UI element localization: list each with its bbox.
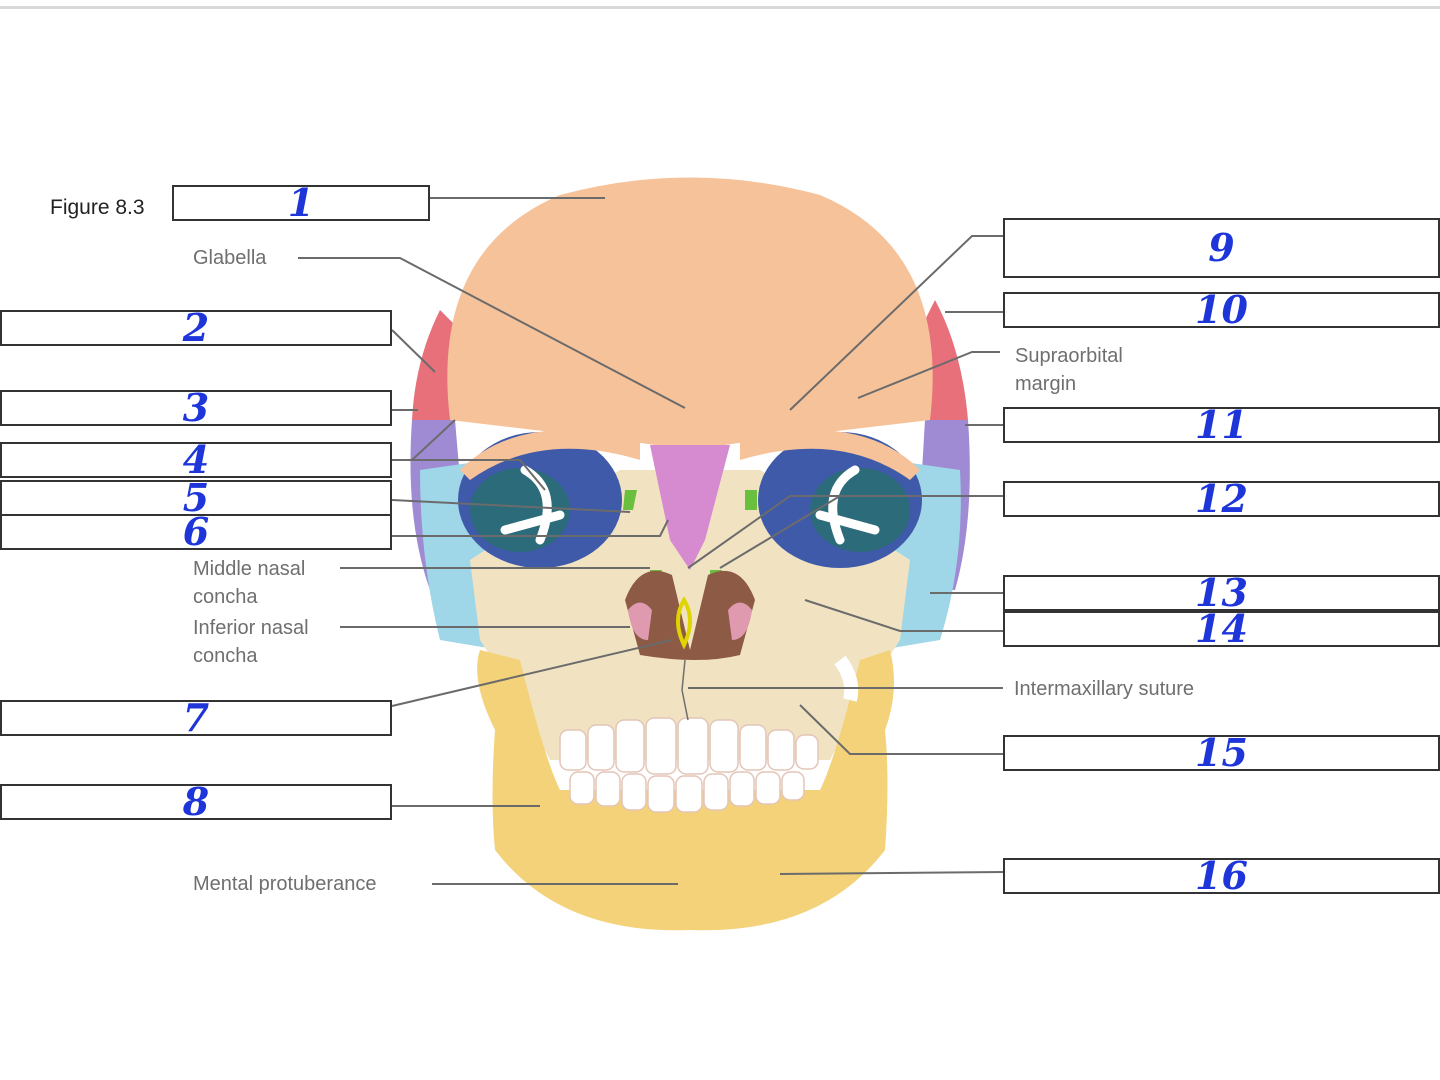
answer-box-8[interactable]: 8	[0, 779, 392, 824]
figure-title: Figure 8.3	[50, 196, 145, 219]
right-orbit	[758, 432, 922, 568]
answer-number: 14	[1195, 606, 1248, 651]
answer-box-2[interactable]: 2	[0, 305, 392, 350]
answer-box-10[interactable]: 10	[1003, 287, 1440, 332]
leader-lines	[298, 197, 1004, 885]
answer-box-4[interactable]: 4	[0, 437, 392, 482]
answer-box-6[interactable]: 6	[0, 509, 392, 554]
label-glabella: Glabella	[193, 247, 267, 269]
answer-box-14[interactable]: 14	[1003, 606, 1440, 651]
answer-number: 16	[1195, 853, 1248, 898]
answer-number: 12	[1195, 476, 1248, 521]
label-mental-protuberance: Mental protuberance	[193, 873, 377, 895]
answer-box-5[interactable]: 5	[0, 475, 392, 520]
answer-number: 10	[1195, 287, 1248, 332]
upper-teeth	[559, 717, 819, 775]
nasal-cavity	[625, 570, 755, 660]
answer-box-16[interactable]: 16	[1003, 853, 1440, 898]
answer-number: 4	[182, 437, 210, 482]
label-inferior-nasal-concha: Inferior nasal concha	[193, 617, 309, 667]
answer-number: 2	[182, 305, 210, 350]
answer-number: 6	[182, 509, 210, 554]
label-supraorbital-margin: Supraorbital margin	[1015, 345, 1123, 395]
answer-box-11[interactable]: 11	[1003, 402, 1440, 447]
answer-box-7[interactable]: 7	[0, 695, 392, 740]
inferior-concha-left	[628, 602, 652, 640]
answer-number: 13	[1195, 570, 1248, 615]
answer-number: 15	[1195, 730, 1248, 775]
answer-number: 7	[182, 695, 210, 740]
answer-box-13[interactable]: 13	[1003, 570, 1440, 615]
top-border-line	[0, 6, 1440, 9]
answer-number: 11	[1195, 402, 1248, 447]
right-supraorbital-arch	[740, 430, 920, 480]
answer-box-9[interactable]: 9	[1003, 218, 1440, 278]
left-supraorbital-arch	[460, 430, 640, 480]
answer-box-12[interactable]: 12	[1003, 476, 1440, 521]
answer-number: 9	[1208, 225, 1235, 270]
answer-number: 5	[182, 475, 210, 520]
intermaxillary-suture-line	[681, 659, 689, 721]
answer-number: 8	[182, 779, 210, 824]
answer-box-1[interactable]: 1	[172, 180, 430, 225]
label-intermaxillary-suture: Intermaxillary suture	[1014, 678, 1195, 700]
answer-box-15[interactable]: 15	[1003, 730, 1440, 775]
inferior-concha-right	[728, 602, 752, 640]
lower-teeth	[569, 771, 805, 813]
vomer-septum	[676, 596, 692, 650]
answer-number: 1	[287, 180, 315, 225]
frontal-bone	[447, 177, 933, 450]
answer-box-3[interactable]: 3	[0, 385, 392, 430]
label-middle-nasal-concha: Middle nasal concha	[193, 558, 306, 608]
nasal-bones	[650, 445, 730, 570]
answer-number: 3	[182, 385, 210, 430]
